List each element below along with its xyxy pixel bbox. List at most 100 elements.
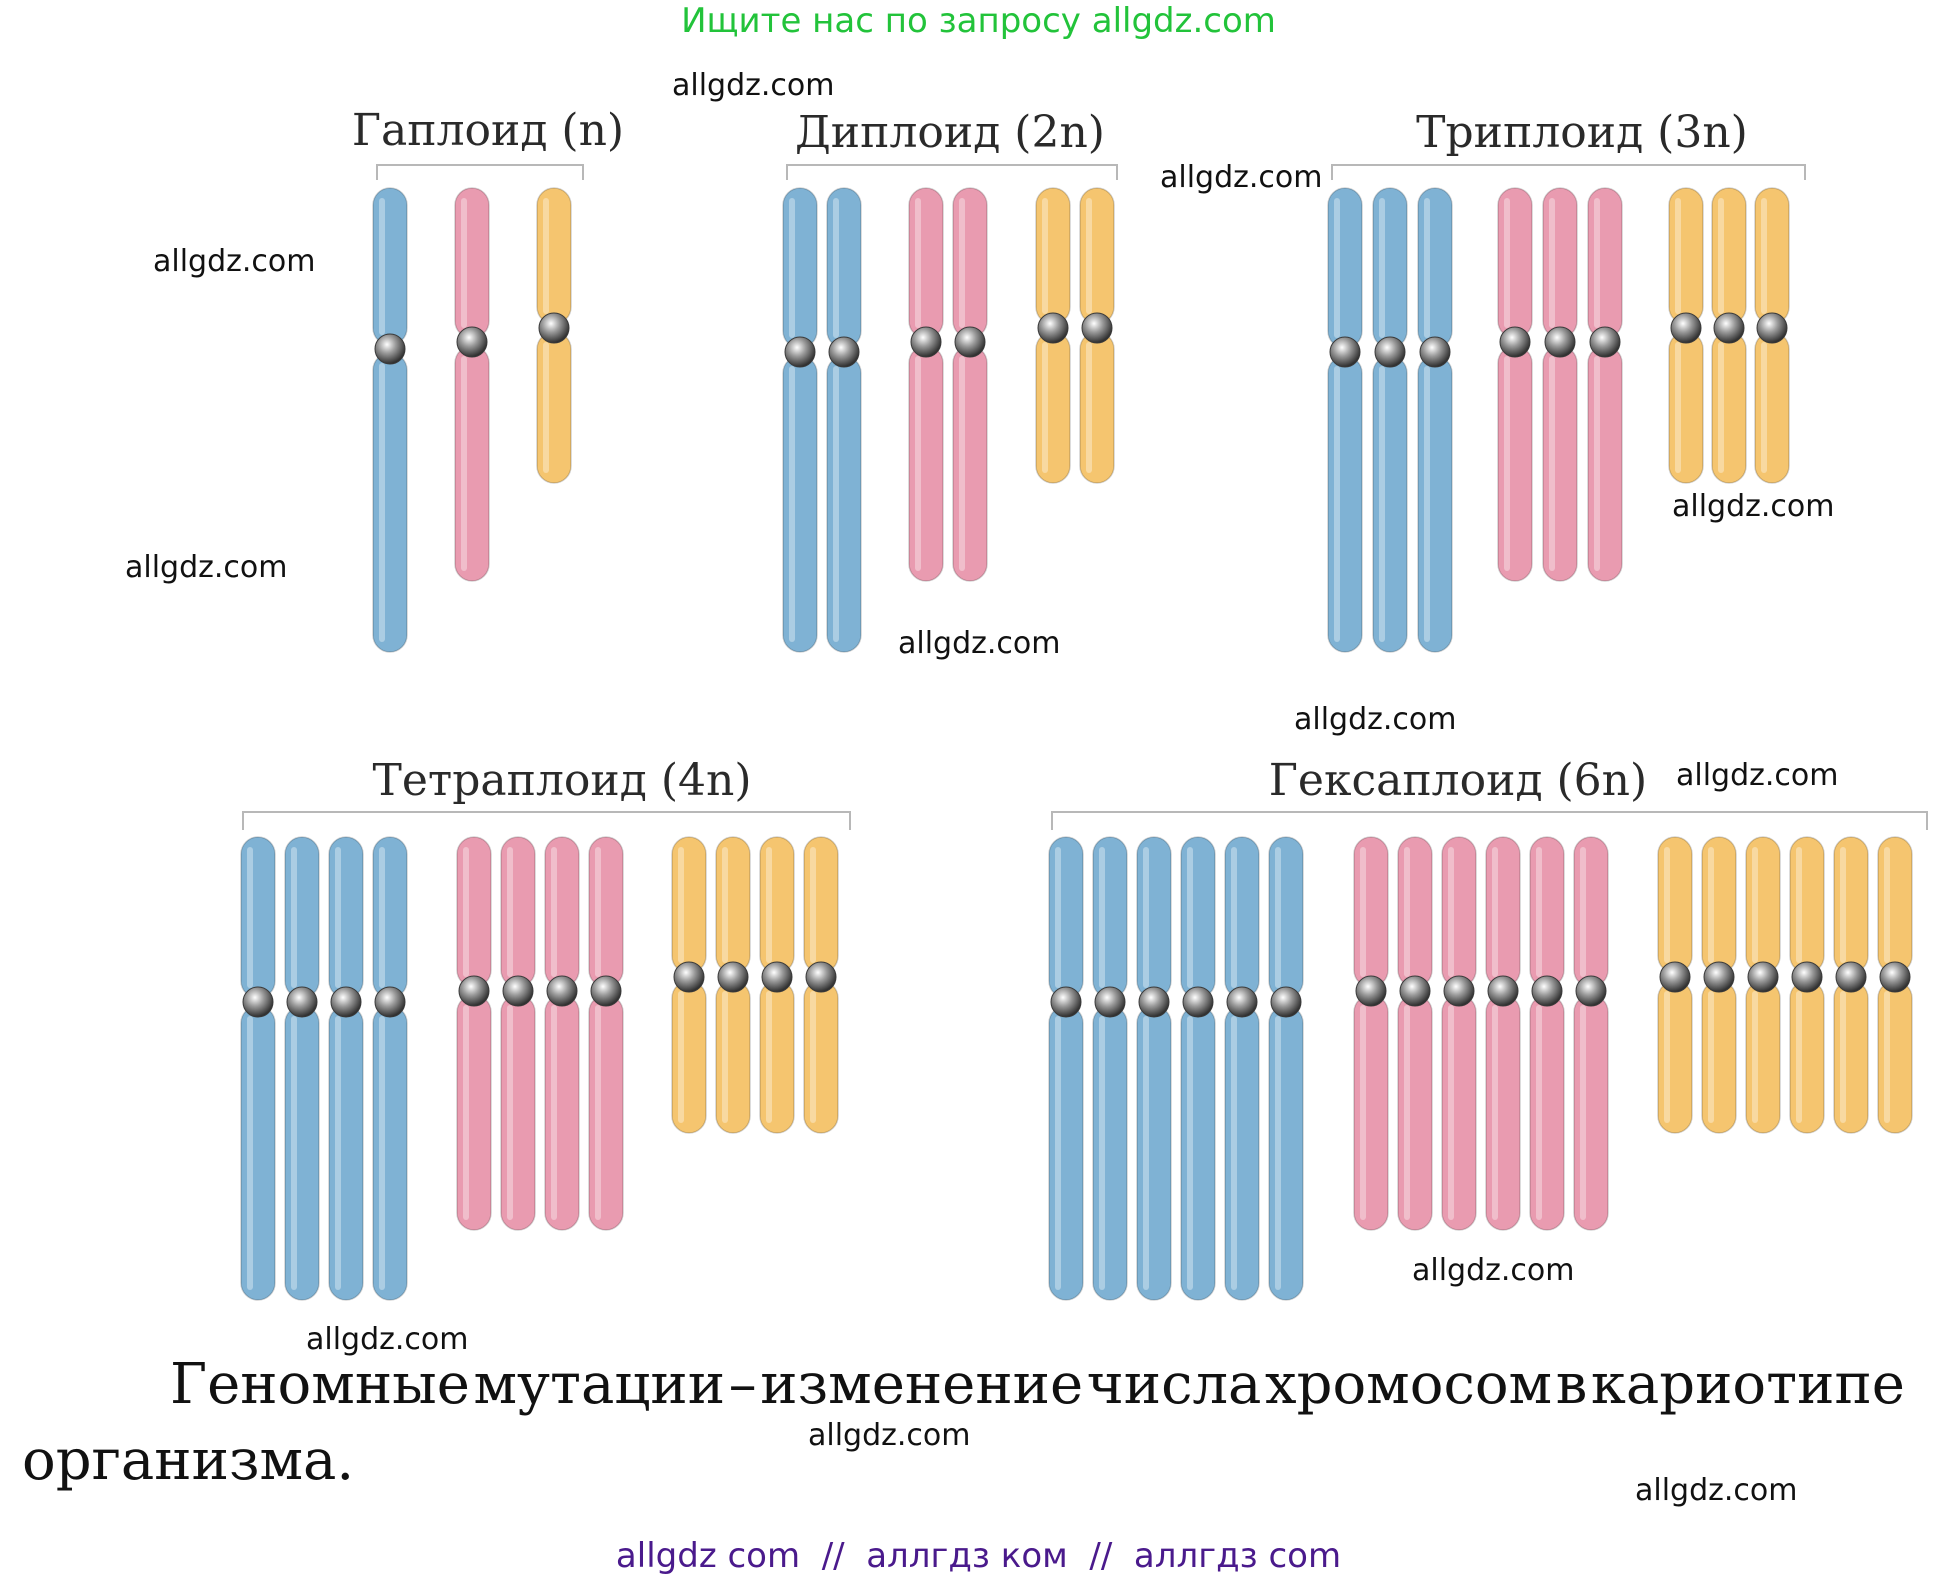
centromere xyxy=(673,961,705,993)
watermark: allgdz.com xyxy=(898,626,1061,661)
chromosome-arm xyxy=(826,187,862,349)
group-bracket-hexaploid xyxy=(1051,811,1928,830)
chromosome-arm xyxy=(1397,836,1433,988)
chromosome-arm xyxy=(671,980,707,1134)
chromosome-arm xyxy=(1268,836,1304,999)
chromosome-arm xyxy=(1497,187,1533,339)
chromosome-highlight xyxy=(1504,198,1510,328)
caption-word: Геномные xyxy=(170,1352,470,1417)
chromosome-arm xyxy=(284,1005,320,1301)
centromere xyxy=(717,961,749,993)
chromosome-highlight xyxy=(1708,991,1714,1123)
chromosome-blue xyxy=(1417,187,1453,653)
chromosome-highlight xyxy=(1275,847,1281,988)
centromere xyxy=(458,975,490,1007)
group-hexaploid: Гексаплоид (6n) xyxy=(1048,755,1928,1301)
chromosome-highlight xyxy=(1187,847,1193,988)
chromosome-arm xyxy=(1754,331,1790,484)
chromosome-highlight xyxy=(959,198,965,328)
chromosome-arm xyxy=(1180,1005,1216,1301)
caption-word: в xyxy=(1555,1352,1588,1417)
chromosome-pink xyxy=(1497,187,1533,582)
chromosome-pink xyxy=(1542,187,1578,582)
chromosome-arm xyxy=(1353,994,1389,1231)
chromosome-highlight xyxy=(461,198,467,328)
chromosome-arm xyxy=(1668,187,1704,325)
chromosome-arm xyxy=(372,1005,408,1301)
chromosome-highlight xyxy=(766,847,772,963)
chromosome-highlight xyxy=(1404,847,1410,977)
watermark: allgdz.com xyxy=(1676,758,1839,793)
chromosome-yellow xyxy=(1668,187,1704,484)
chromosome-arm xyxy=(240,836,276,999)
top-banner: Ищите нас по запросу allgdz.com xyxy=(681,1,1276,41)
chromosome-highlight xyxy=(1055,847,1061,988)
chromosome-highlight xyxy=(1379,366,1385,642)
chromosome-highlight xyxy=(247,847,253,988)
chromosome-yellow xyxy=(1701,836,1737,1134)
chromosome-highlight xyxy=(722,847,728,963)
chromosome-arm xyxy=(372,836,408,999)
chromosome-arm xyxy=(500,994,536,1231)
chromosome-arm xyxy=(372,352,408,653)
centromere xyxy=(1037,312,1069,344)
chromosome-highlight xyxy=(1099,1016,1105,1290)
centromere xyxy=(1670,312,1702,344)
chromosome-arm xyxy=(588,994,624,1231)
chromosome-highlight xyxy=(291,1016,297,1290)
chromosome-blue xyxy=(1224,836,1260,1301)
centromere xyxy=(1575,975,1607,1007)
group-bracket-haploid xyxy=(376,164,584,180)
group-title-diploid: Диплоид (2n) xyxy=(795,107,1105,158)
chromosome-arm xyxy=(1092,836,1128,999)
centromere xyxy=(1531,975,1563,1007)
caption-word: мутации xyxy=(473,1352,726,1417)
chromosome-arm xyxy=(588,836,624,988)
chromosome-highlight xyxy=(722,991,728,1123)
chromosome-arm xyxy=(1136,836,1172,999)
watermark: allgdz.com xyxy=(1294,702,1457,737)
centromere xyxy=(374,986,406,1018)
chromosome-arm xyxy=(782,187,818,349)
chromosome-highlight xyxy=(1187,1016,1193,1290)
caption-word: хромосом xyxy=(1265,1352,1553,1417)
chromosome-highlight xyxy=(543,342,549,473)
centromere xyxy=(1050,986,1082,1018)
chromosome-yellow xyxy=(1745,836,1781,1134)
chromosome-highlight xyxy=(1231,847,1237,988)
chromosome-pink xyxy=(952,187,988,582)
chromosome-arm xyxy=(1224,1005,1260,1301)
chromosome-highlight xyxy=(1424,198,1430,338)
centromere xyxy=(1487,975,1519,1007)
chromosome-highlight xyxy=(1099,847,1105,988)
chromosome-pink xyxy=(1485,836,1521,1231)
chromosome-highlight xyxy=(1536,847,1542,977)
chromosome-highlight xyxy=(1594,356,1600,571)
watermark: allgdz.com xyxy=(306,1322,469,1357)
chromosome-pink xyxy=(1529,836,1565,1231)
chromosome-pink xyxy=(456,836,492,1231)
chromosome-highlight xyxy=(789,198,795,338)
chromosome-pink xyxy=(544,836,580,1231)
group-bracket-diploid xyxy=(786,164,1118,180)
watermark: allgdz.com xyxy=(125,550,288,585)
chromosome-pink xyxy=(588,836,624,1231)
chromosome-highlight xyxy=(1448,847,1454,977)
chromosome-arm xyxy=(1711,187,1747,325)
chromosome-arm xyxy=(456,994,492,1231)
centromere xyxy=(828,336,860,368)
centromere xyxy=(1499,326,1531,358)
chromosome-pink xyxy=(454,187,490,582)
chromosome-arm xyxy=(1035,187,1071,325)
chromosome-highlight xyxy=(1580,1005,1586,1220)
chromosome-highlight xyxy=(1664,847,1670,963)
chromosome-arm xyxy=(1701,980,1737,1134)
watermark: allgdz.com xyxy=(672,68,835,103)
chromosome-highlight xyxy=(1492,1005,1498,1220)
chromosome-highlight xyxy=(463,847,469,977)
chromosome-highlight xyxy=(1404,1005,1410,1220)
chromosome-highlight xyxy=(1334,198,1340,338)
chromosome-highlight xyxy=(1143,847,1149,988)
chromosome-arm xyxy=(1529,994,1565,1231)
chromosome-highlight xyxy=(1752,991,1758,1123)
